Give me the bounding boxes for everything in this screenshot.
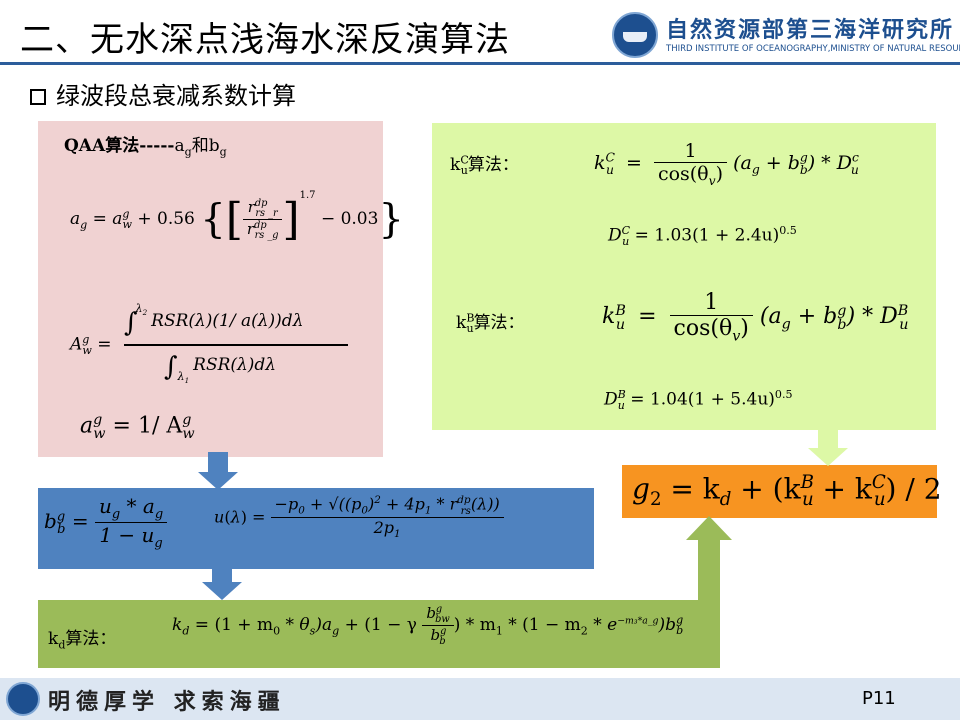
qaa-eq1: ag = agw + 0.56 {[ rdprs _r rdprs _g ]1.…: [70, 190, 404, 245]
institute-emblem-icon: [612, 12, 658, 58]
qaa-eq2-lhs: Agw =: [70, 333, 112, 358]
header-divider: [0, 62, 960, 65]
kb-label: kBu算法：: [456, 311, 525, 336]
institute-logo: 自然资源部第三海洋研究所 THIRD INSTITUTE OF OCEANOGR…: [612, 10, 960, 60]
down-arrow-icon-2: [202, 566, 242, 600]
up-arrow-icon: [686, 516, 732, 668]
kd-label: kd算法：: [48, 629, 117, 652]
footer-emblem-icon: [6, 682, 40, 716]
institute-name-en: THIRD INSTITUTE OF OCEANOGRAPHY,MINISTRY…: [666, 44, 960, 54]
kd-panel: [38, 600, 720, 668]
bb-panel: [38, 488, 594, 569]
page-number: P11: [862, 688, 896, 709]
qaa-panel: [38, 121, 383, 457]
qaa-eq2-fraction-bar: [124, 344, 348, 346]
slide-footer: 明德厚学 求索海疆 P11: [0, 678, 960, 720]
g2-panel: [622, 465, 937, 518]
g2-equation: g2 = kd + (kBu + kCu) / 2: [632, 472, 942, 510]
kc-label: kCu算法：: [450, 153, 519, 178]
down-arrow-icon-1: [198, 452, 238, 490]
kd-equation: kd = (1 + m0 * θs)ag + (1 − γ bgbw bgb )…: [172, 604, 684, 647]
down-arrow-icon-3: [808, 428, 848, 466]
qaa-heading: QAA算法-----ag和bg: [64, 136, 227, 159]
qaa-eq2-denominator: ∫λ1RSR(λ)dλ: [164, 352, 277, 386]
kb-d-equation: DBu = 1.04(1 + 5.4u)0.5: [604, 388, 793, 413]
kc-equation: kCu = 1 cos(θv) (ag + bgb) * Dcu: [594, 140, 859, 188]
ku-panel: [432, 123, 936, 430]
institute-name-cn: 自然资源部第三海洋研究所: [666, 17, 955, 43]
bb-equation: bgb = ug * ag 1 − ug: [44, 494, 168, 551]
square-bullet-icon: [30, 89, 46, 105]
slide-title: 二、无水深点浅海水深反演算法: [20, 20, 510, 60]
u-equation: u(λ) = −p0 + √((p0)2 + 4p1 * rdprs(λ)) 2…: [214, 494, 504, 540]
qaa-eq3: agw = 1/ Agw: [80, 412, 195, 442]
kb-equation: kBu = 1 cos(θv) (ag + bgb) * DBu: [602, 290, 909, 345]
slide-subtitle: 绿波段总衰减系数计算: [30, 76, 296, 111]
institute-motto: 明德厚学 求索海疆: [48, 689, 286, 715]
kc-d-equation: DCu = 1.03(1 + 2.4u)0.5: [608, 224, 797, 249]
